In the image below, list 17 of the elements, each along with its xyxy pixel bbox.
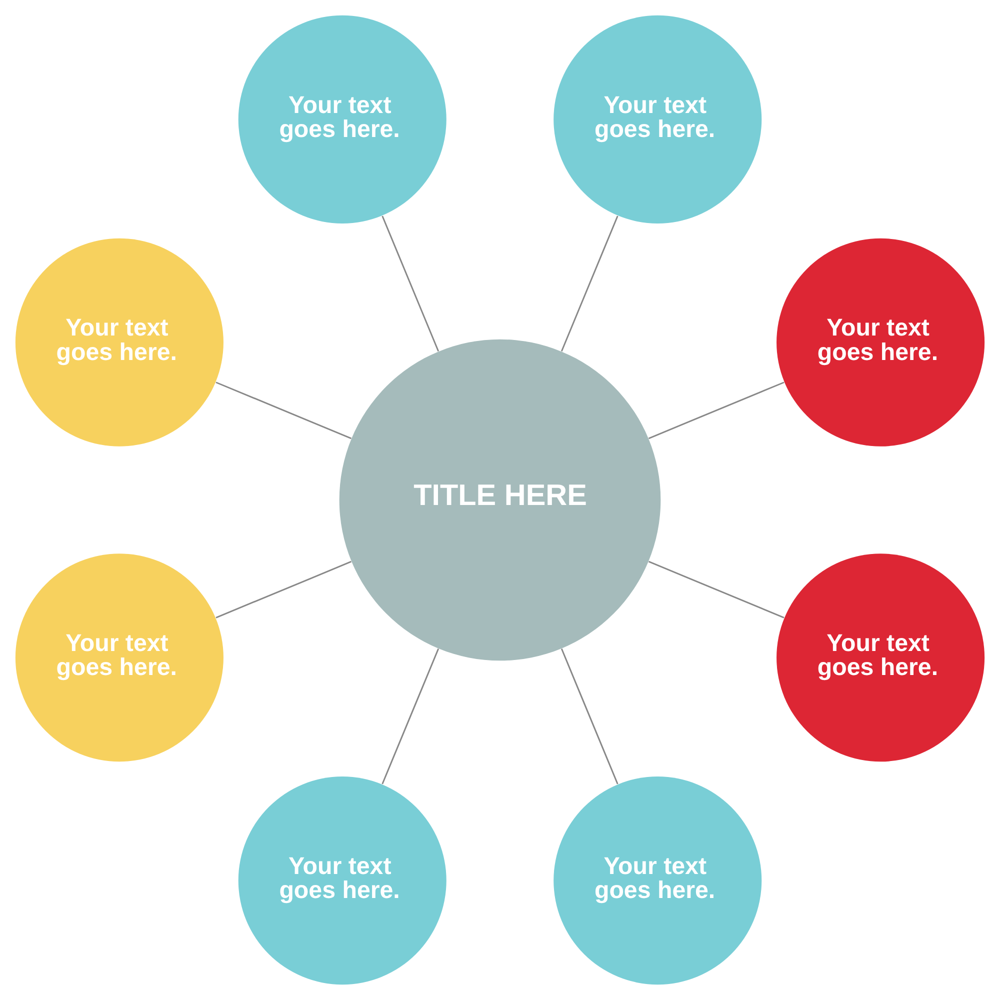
connector (560, 216, 618, 352)
node-circle: Your text goes here. (776, 554, 985, 762)
node-circle: Your text goes here. (15, 554, 224, 762)
connector (216, 382, 352, 440)
node-circle: Your text goes here. (554, 15, 762, 224)
node-circle: Your text goes here. (238, 15, 446, 224)
connector (560, 648, 618, 784)
connector (648, 382, 784, 440)
node-circle: TITLE HERE (339, 339, 661, 661)
connector (382, 216, 440, 352)
node-circle: Your text goes here. (776, 238, 985, 446)
connector (382, 648, 440, 784)
connector (216, 560, 352, 618)
node-circle: Your text goes here. (238, 776, 446, 985)
connector (648, 560, 784, 618)
node-circle: Your text goes here. (554, 776, 762, 985)
node-circle: Your text goes here. (15, 238, 224, 446)
